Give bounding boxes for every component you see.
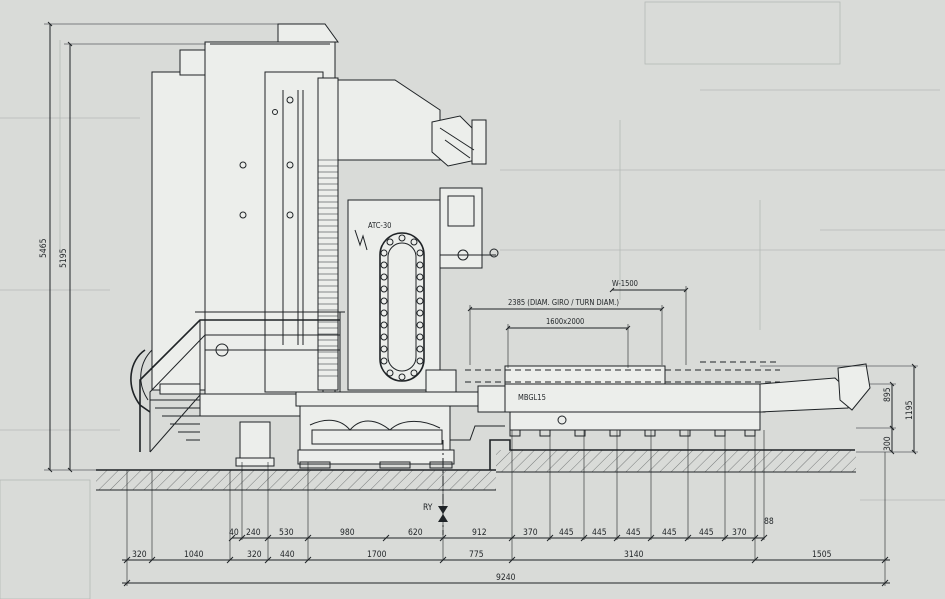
dim-value: 370 [523,528,538,538]
dim-value: 1040 [184,550,204,560]
dim-column-height: 5195 [59,248,69,268]
dim-value: 1700 [367,550,387,560]
ry-label: RY [423,503,433,513]
dim-value: 912 [472,528,487,538]
dim-value: 370 [732,528,747,538]
dim-total-length: 9240 [496,573,516,583]
dim-table-top-height: 1195 [905,400,915,420]
operator-platform [130,311,345,467]
dim-value: 530 [279,528,294,538]
dim-value: 3140 [624,550,644,560]
dim-table-height: 895 [883,387,893,402]
atc-label: ATC-30 [368,221,391,230]
dim-value: 445 [699,528,714,538]
dim-value: 40 [229,528,239,538]
dim-value: 320 [247,550,262,560]
dim-table-base: 300 [883,436,893,451]
dim-total-height: 5465 [39,238,49,258]
dim-value: 445 [559,528,574,538]
table-size-label: 1600x2000 [546,317,584,326]
dim-value: 440 [280,550,295,560]
atc-magazine: ATC-30 [347,199,457,395]
turn-diam-label: 2385 (DIAM. GIRO / TURN DIAM.) [508,298,619,307]
dim-value: 240 [246,528,261,538]
dim-value: 445 [662,528,677,538]
dimension-row-1: 40 240 530 980 620 912 370 445 445 445 4… [229,517,774,538]
dim-value: 775 [469,550,484,560]
dimension-row-2: 320 1040 320 440 1700 775 3140 1505 [132,550,832,560]
dim-value: 620 [408,528,423,538]
dim-value: 445 [626,528,641,538]
dim-value: 980 [340,528,355,538]
rotary-table: MBGL15 [465,361,871,437]
machine-bed [295,391,505,469]
dim-value: 320 [132,550,147,560]
dim-value: 88 [764,517,774,527]
floor [96,439,856,491]
bottom-dimension-lines [122,534,890,587]
travel-w-label: W-1500 [612,279,638,288]
top-dimensions: W-1500 2385 (DIAM. GIRO / TURN DIAM.) 16… [467,279,689,368]
right-vertical-dimensions: 895 300 1195 [760,363,918,455]
left-vertical-dimensions: 5465 5195 [39,21,280,473]
dim-value: 445 [592,528,607,538]
dim-value: 1505 [812,550,832,560]
table-model-label: MBGL15 [518,393,546,402]
